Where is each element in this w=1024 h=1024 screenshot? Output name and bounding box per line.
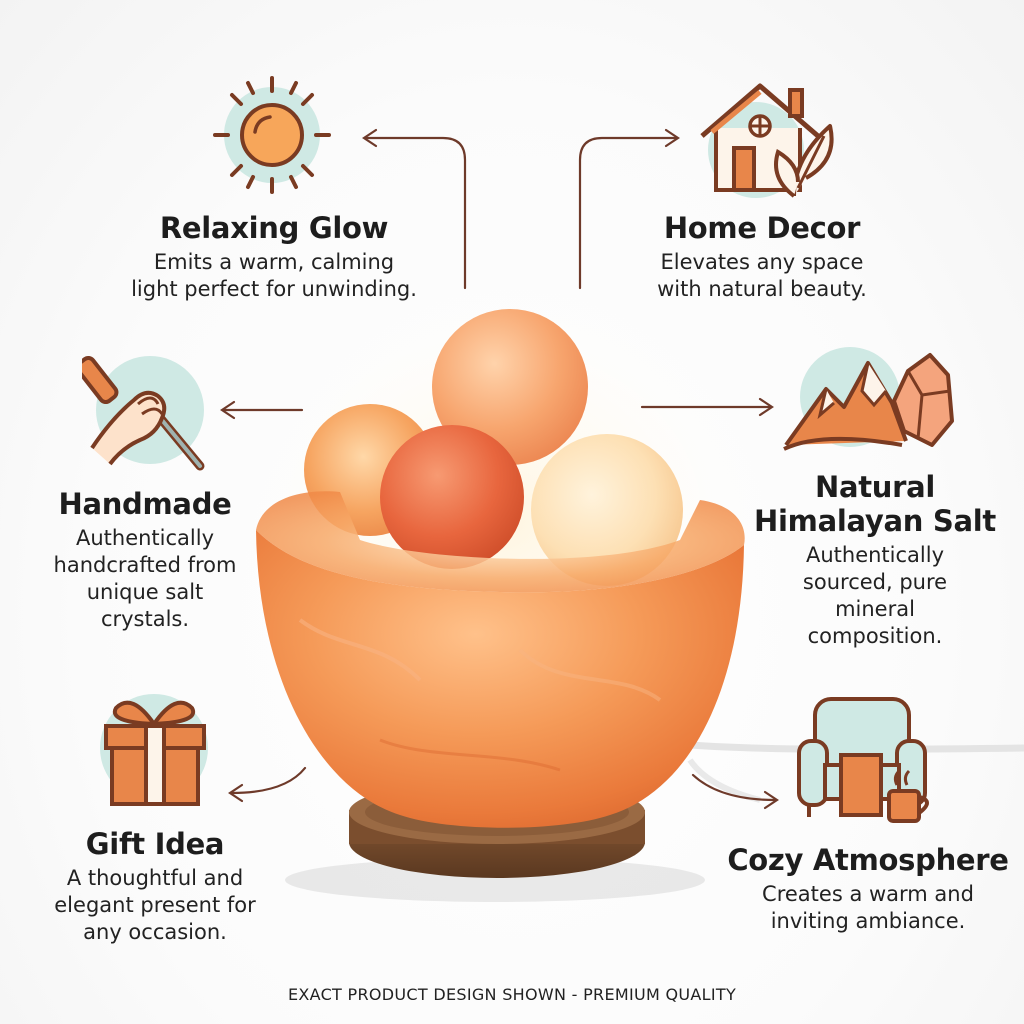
feature-desc-line: Creates a warm and <box>762 882 974 906</box>
feature-desc-line: composition. <box>807 624 943 648</box>
feature-description: Authentically handcrafted from unique sa… <box>30 525 260 633</box>
armchair-mug-icon <box>795 695 945 825</box>
feature-title: Natural Himalayan Salt <box>750 470 1000 538</box>
feature-desc-line: Authentically <box>805 543 945 567</box>
feature-description: A thoughtful and elegant present for any… <box>30 865 280 946</box>
feature-description: Elevates any space with natural beauty. <box>612 249 912 303</box>
feature-desc-line: sourced, pure <box>802 570 948 594</box>
salt-sphere-light <box>531 434 683 586</box>
feature-title: Handmade <box>58 487 232 521</box>
feature-title: Cozy Atmosphere <box>727 843 1009 877</box>
feature-relaxing-glow: Relaxing Glow Emits a warm, calming ligh… <box>100 211 448 303</box>
feature-handmade: Handmade Authentically handcrafted from … <box>30 487 260 633</box>
feature-title: Gift Idea <box>85 827 225 861</box>
arrow-relaxing-glow <box>364 136 467 290</box>
feature-description: Emits a warm, calming light perfect for … <box>100 249 448 303</box>
arrow-gift-idea <box>230 766 307 795</box>
feature-description: Authentically sourced, pure mineral comp… <box>750 542 1000 650</box>
feature-desc-line: light perfect for unwinding. <box>131 277 417 301</box>
feature-desc-line: crystals. <box>100 607 190 631</box>
arrow-home-decor <box>578 136 678 290</box>
feature-gift-idea: Gift Idea A thoughtful and elegant prese… <box>30 827 280 946</box>
gift-box-icon <box>92 688 217 813</box>
feature-desc-line: handcrafted from <box>53 553 237 577</box>
arrow-cozy-atmosphere <box>691 773 777 802</box>
salt-sphere-top <box>432 309 588 465</box>
house-leaf-icon <box>698 78 838 198</box>
feature-desc-line: unique salt <box>86 580 204 604</box>
hand-chisel-icon <box>82 348 207 473</box>
feature-desc-line: with natural beauty. <box>657 277 867 301</box>
feature-desc-line: any occasion. <box>83 920 227 944</box>
feature-desc-line: elegant present for <box>54 893 256 917</box>
feature-home-decor: Home Decor Elevates any space with natur… <box>612 211 912 303</box>
feature-desc-line: Authentically <box>75 526 215 550</box>
feature-desc-line: Elevates any space <box>660 250 864 274</box>
feature-natural-salt: Natural Himalayan Salt Authentically sou… <box>750 470 1000 650</box>
feature-title: Relaxing Glow <box>159 211 389 245</box>
sun-icon <box>210 75 335 200</box>
feature-description: Creates a warm and inviting ambiance. <box>718 881 1018 935</box>
salt-sphere-red <box>380 425 524 569</box>
feature-cozy-atmosphere: Cozy Atmosphere Creates a warm and invit… <box>718 843 1018 935</box>
mountain-crystal-icon <box>782 345 957 460</box>
feature-title-line: Natural <box>814 470 936 504</box>
footer-caption: EXACT PRODUCT DESIGN SHOWN - PREMIUM QUA… <box>287 985 737 1004</box>
feature-title: Home Decor <box>663 211 861 245</box>
feature-desc-line: mineral <box>835 597 915 621</box>
feature-desc-line: inviting ambiance. <box>770 909 966 933</box>
feature-desc-line: Emits a warm, calming <box>153 250 395 274</box>
feature-title-line: Himalayan Salt <box>754 504 996 538</box>
feature-desc-line: A thoughtful and <box>66 866 244 890</box>
